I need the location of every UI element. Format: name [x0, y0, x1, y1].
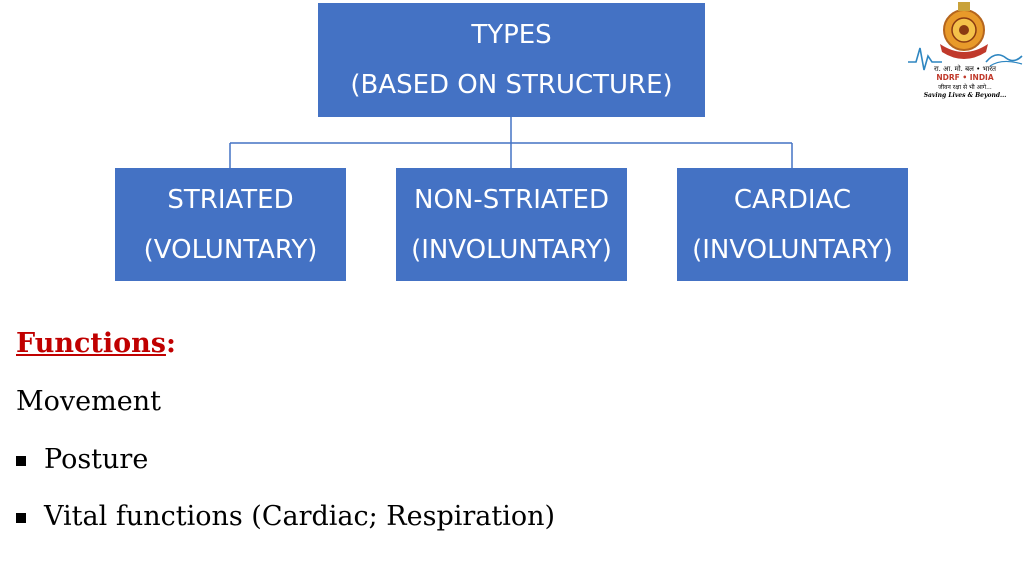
node-non-striated-title: NON-STRIATED [414, 184, 609, 215]
svg-text:रा. आ. मो. बल • भारत: रा. आ. मो. बल • भारत [934, 64, 997, 73]
functions-heading: Functions: [16, 328, 176, 359]
node-non-striated-subtitle: (INVOLUNTARY) [411, 234, 612, 265]
svg-text:NDRF • INDIA: NDRF • INDIA [936, 73, 994, 82]
svg-text:जीवन रक्षा से भी आगे...: जीवन रक्षा से भी आगे... [938, 83, 992, 91]
functions-heading-colon: : [165, 328, 176, 359]
root-node-title: TYPES [471, 20, 552, 50]
ndrf-logo: रा. आ. मो. बल • भारत NDRF • INDIA जीवन र… [908, 2, 1023, 99]
bullet-text: Vital functions (Cardiac; Respiration) [44, 501, 556, 532]
svg-text:Saving Lives & Beyond...: Saving Lives & Beyond... [924, 92, 1007, 99]
node-striated-title: STRIATED [167, 184, 294, 215]
node-striated-subtitle: (VOLUNTARY) [143, 234, 318, 265]
node-cardiac: CARDIAC (INVOLUNTARY) [677, 168, 908, 281]
bullet-item-vital-functions: Vital functions (Cardiac; Respiration) [16, 501, 555, 532]
node-cardiac-title: CARDIAC [733, 184, 852, 215]
node-striated: STRIATED (VOLUNTARY) [115, 168, 346, 281]
square-bullet-icon [16, 512, 26, 523]
functions-item-movement: Movement [16, 386, 161, 417]
functions-heading-text: Functions [16, 328, 166, 359]
bullet-item-posture: Posture [16, 444, 148, 475]
node-non-striated: NON-STRIATED (INVOLUNTARY) [396, 168, 627, 281]
root-node-types: TYPES (BASED ON STRUCTURE) [318, 3, 705, 117]
node-cardiac-subtitle: (INVOLUNTARY) [692, 234, 893, 265]
square-bullet-icon [16, 455, 26, 466]
root-node-subtitle: (BASED ON STRUCTURE) [350, 70, 673, 100]
bullet-text: Posture [44, 444, 149, 475]
